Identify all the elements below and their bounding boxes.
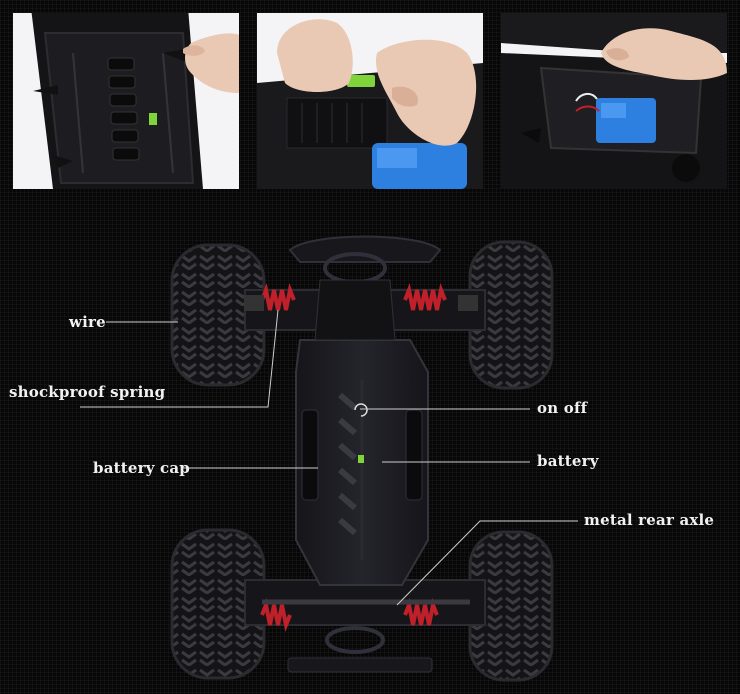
label-battery: battery [537, 452, 599, 470]
label-shockproof-spring: shockproof spring [9, 383, 166, 401]
photo-battery-cover-screw [13, 13, 239, 189]
power-switch-icon [354, 403, 368, 417]
label-on-off: on off [537, 399, 588, 417]
label-wire: wire [69, 313, 106, 331]
label-battery-cap: battery cap [93, 459, 190, 477]
rear-shock-springs [260, 598, 439, 632]
photo-battery-in-compartment [501, 13, 727, 189]
label-metal-rear-axle: metal rear axle [584, 511, 715, 529]
photo-battery-connector [257, 13, 483, 189]
